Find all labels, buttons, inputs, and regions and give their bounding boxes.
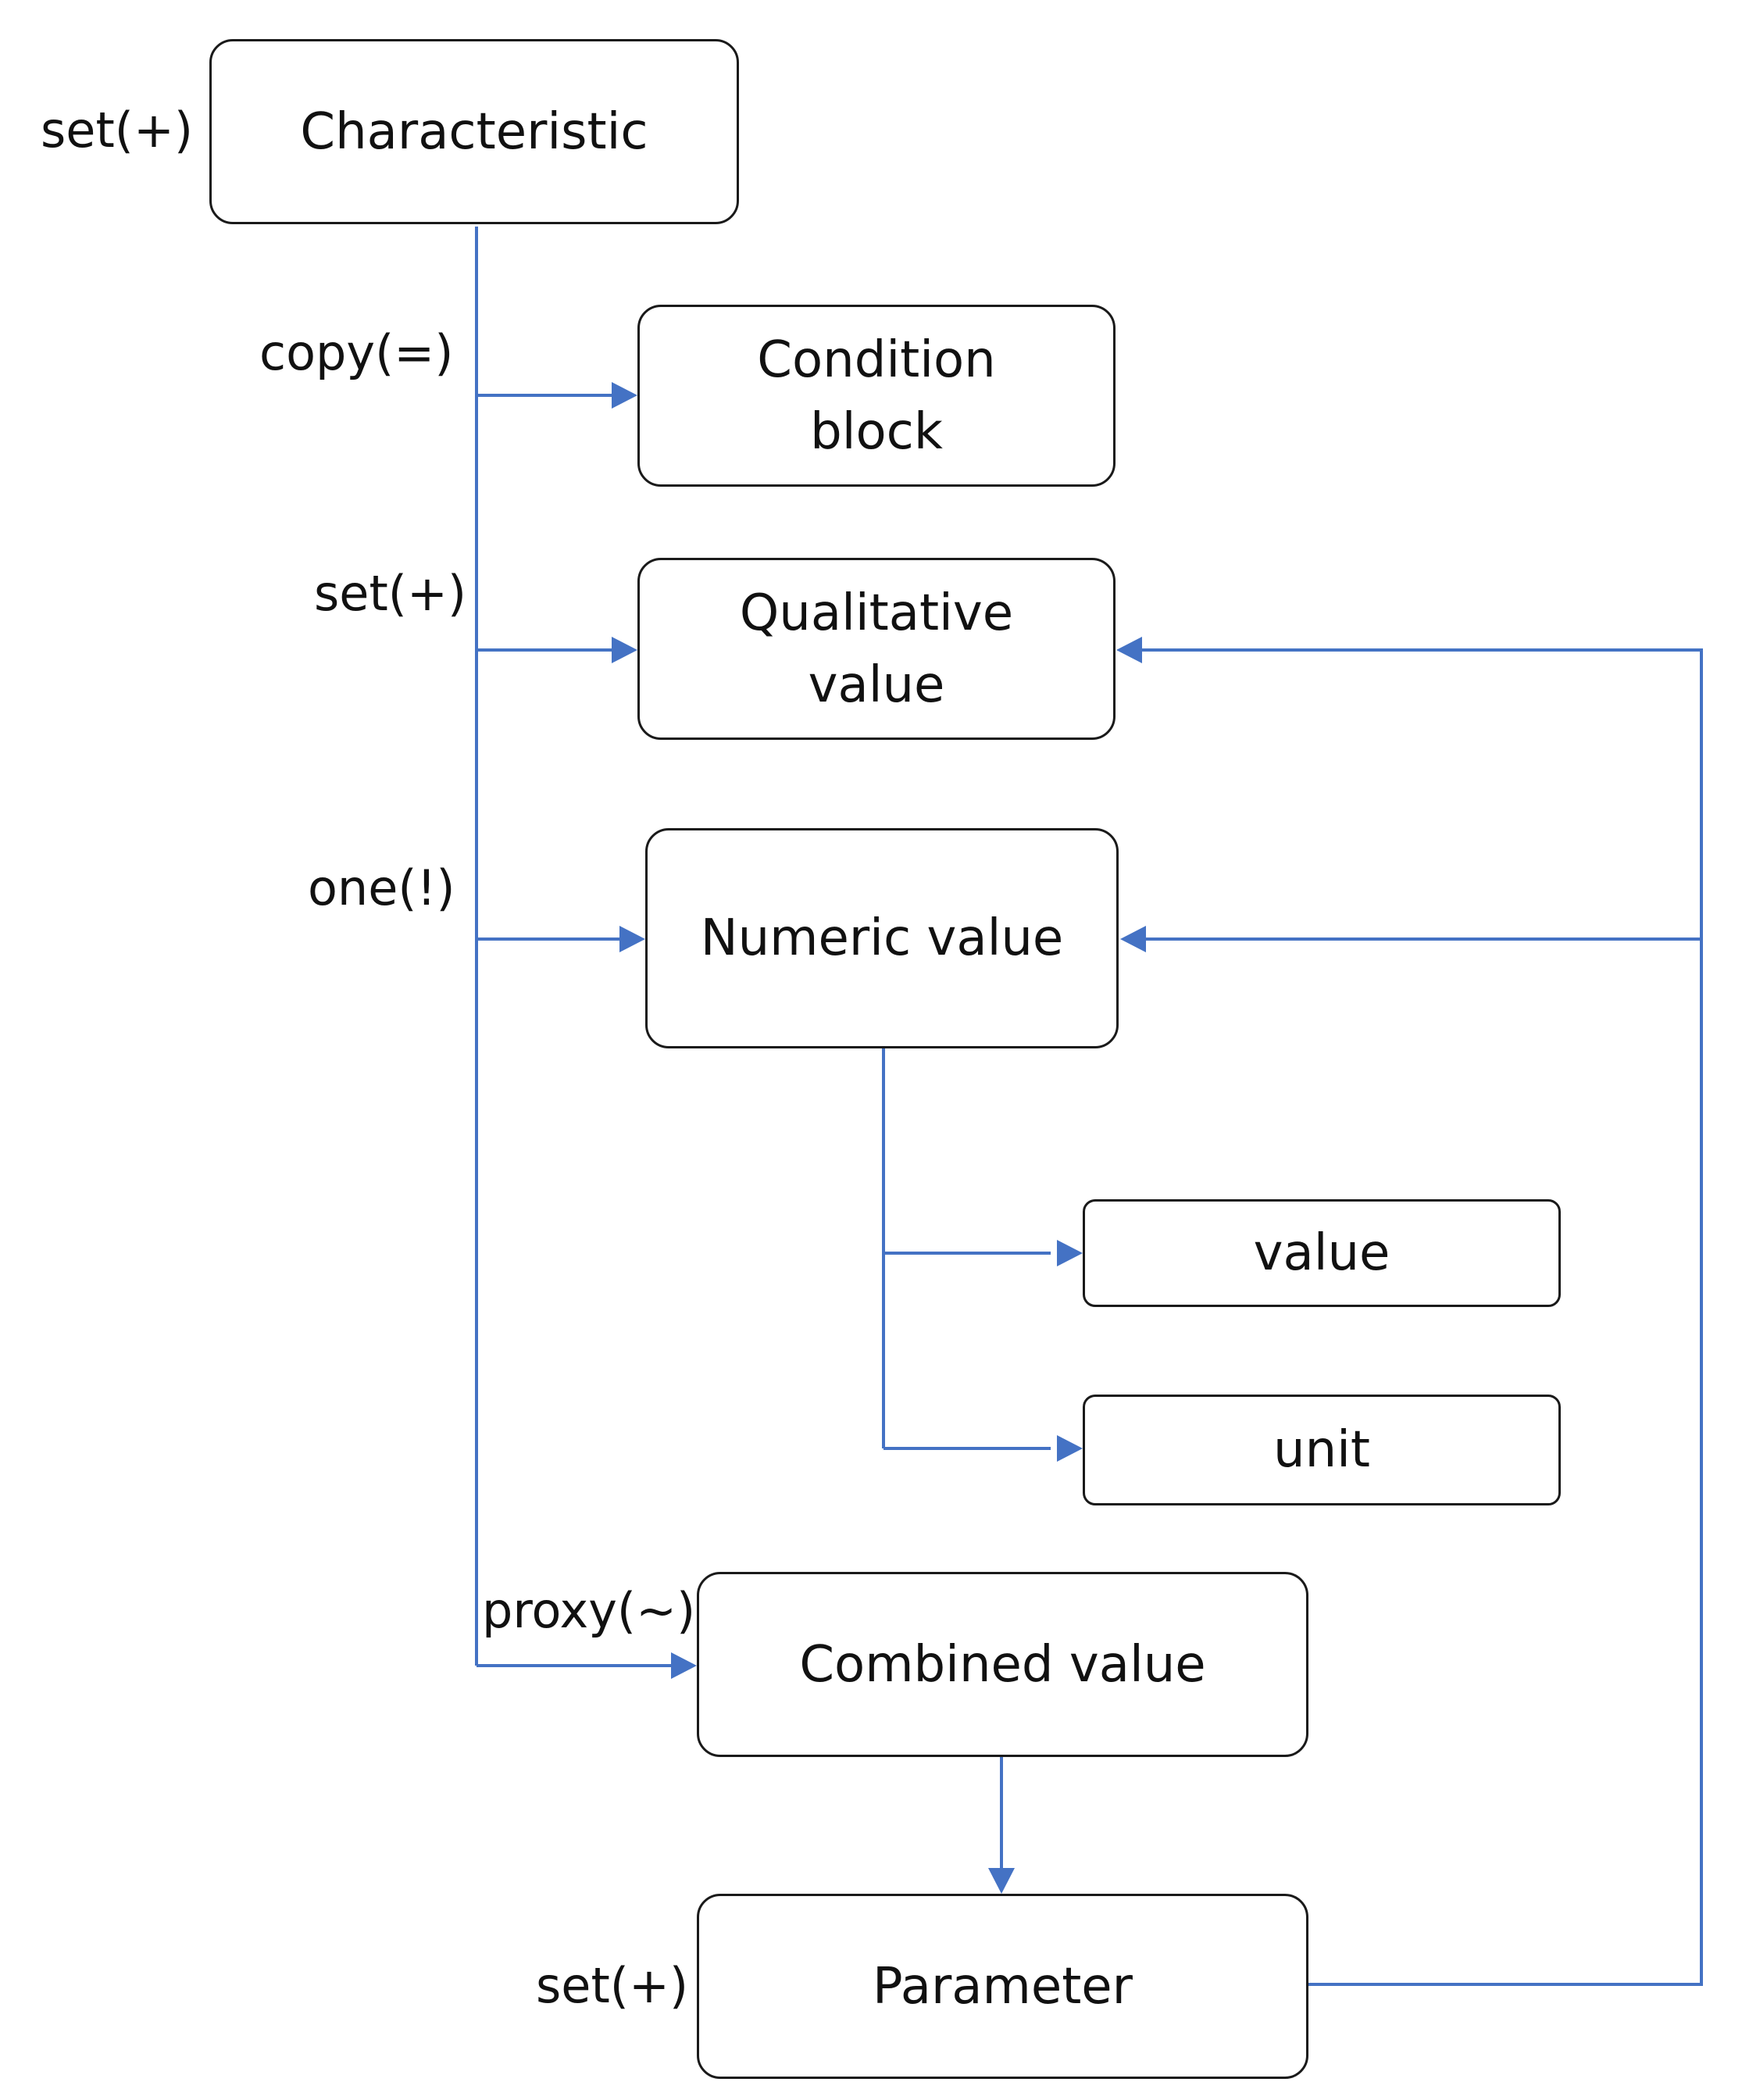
set-qualitative-label: set(+) [314,565,467,622]
arrowhead-combined-value [671,1652,697,1679]
arrowhead-condition-block [612,382,637,409]
value-node: value [1083,1199,1561,1307]
parameter-node: Parameter [697,1894,1308,2079]
value-label: value [1253,1224,1390,1282]
combined-value-label: Combined value [799,1635,1206,1694]
parameter-loop-line [1141,648,1703,1986]
condition-block-label: Condition block [757,330,996,461]
characteristic-node: Characteristic [209,39,739,224]
characteristic-set-label: set(+) [41,102,194,159]
parameter-label: Parameter [873,1957,1133,2016]
arrowhead-qualitative-value [612,637,637,663]
copy-label: copy(=) [259,324,454,381]
numeric-value-label: Numeric value [700,909,1064,967]
arrowhead-parameter [988,1868,1015,1894]
parameter-set-label: set(+) [536,1957,689,2014]
one-label: one(!) [308,859,455,916]
qualitative-value-node: Qualitative value [637,558,1116,740]
proxy-label: proxy(~) [482,1582,696,1639]
arrowhead-unit [1057,1435,1083,1462]
arrowhead-loop-qualitative [1116,637,1142,663]
unit-label: unit [1273,1421,1370,1479]
arrowhead-loop-numeric [1120,926,1146,952]
qualitative-value-label: Qualitative value [739,584,1014,714]
combined-value-node: Combined value [697,1572,1308,1757]
numeric-value-node: Numeric value [645,828,1119,1048]
characteristic-label: Characteristic [300,102,648,161]
arrowhead-numeric-value [619,926,645,952]
arrowhead-value [1057,1240,1083,1266]
unit-node: unit [1083,1395,1561,1505]
condition-block-node: Condition block [637,305,1116,487]
